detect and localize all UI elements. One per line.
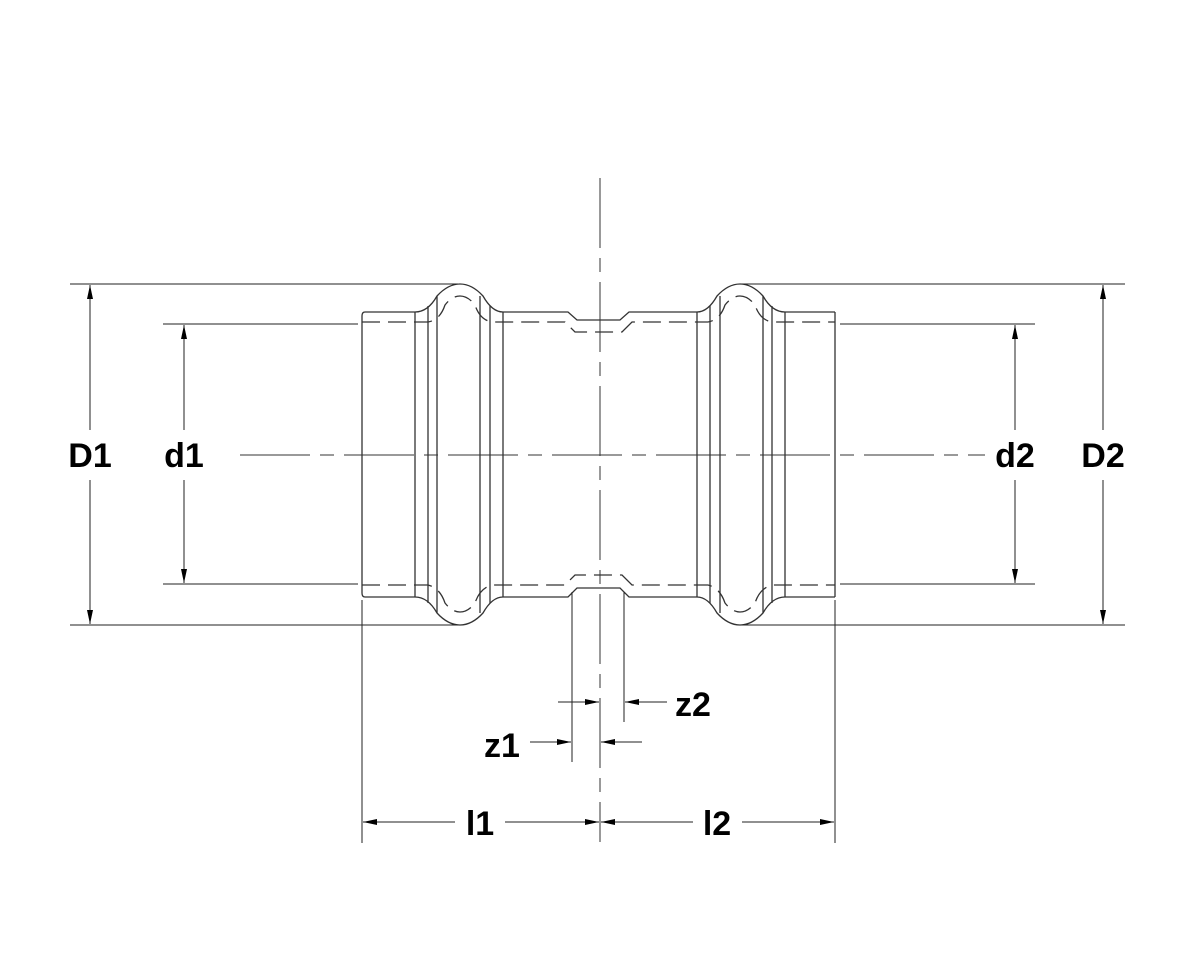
label-l2: l2: [703, 805, 731, 843]
label-z2: z2: [675, 686, 711, 724]
dimension-z1: z1: [484, 727, 642, 765]
dimension-D1: D1: [68, 285, 112, 624]
label-D1: D1: [68, 437, 111, 475]
label-d1: d1: [164, 437, 204, 475]
dimension-d1: d1: [164, 325, 204, 583]
dimension-D2: D2: [1081, 285, 1125, 624]
dimension-l2: l2: [601, 805, 834, 843]
label-d2: d2: [995, 437, 1035, 475]
dimension-z2: z2: [558, 686, 711, 724]
dimension-d2: d2: [995, 325, 1035, 583]
label-l1: l1: [466, 805, 494, 843]
fitting-body: [361, 283, 836, 626]
extension-lines: [70, 283, 1125, 843]
label-z1: z1: [484, 727, 520, 765]
label-D2: D2: [1081, 437, 1124, 475]
dimension-l1: l1: [363, 805, 599, 843]
